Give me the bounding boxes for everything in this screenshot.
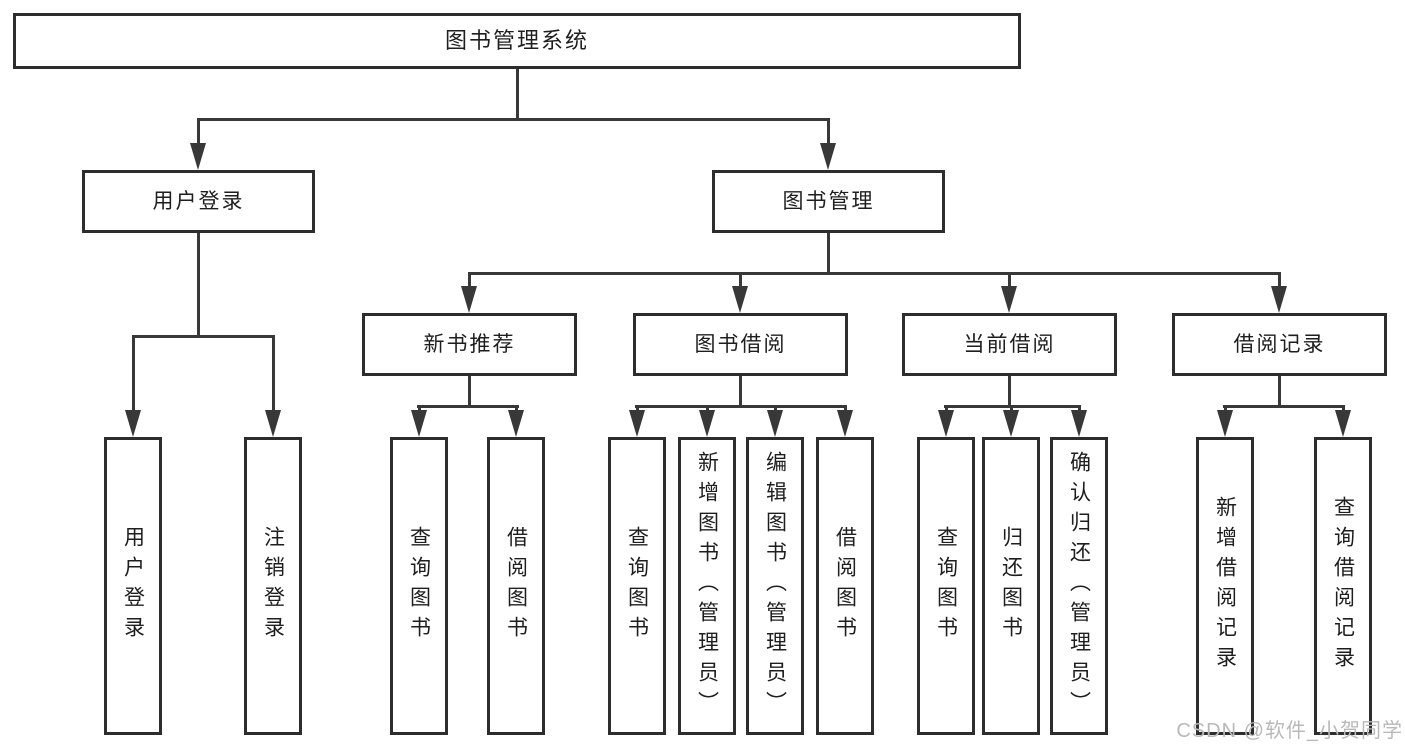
arrowhead-down-icon <box>767 410 783 437</box>
connector-stem <box>515 405 518 413</box>
node-label: 新增图书（管理员） <box>695 451 719 721</box>
node-label: 借阅记录 <box>1233 333 1326 356</box>
node-label: 借阅图书 <box>504 526 528 646</box>
connector-stem <box>706 405 709 413</box>
arrowhead-down-icon <box>820 143 836 170</box>
connector-user-login-trunk <box>197 233 200 335</box>
connector-stem <box>1010 405 1013 413</box>
arrowhead-down-icon <box>508 410 524 437</box>
arrowhead-down-icon <box>1001 286 1017 313</box>
node-label: 查询图书 <box>407 526 431 646</box>
arrowhead-down-icon <box>1217 410 1233 437</box>
leaf-edit-book-admin: 编辑图书（管理员） <box>746 437 804 735</box>
arrowhead-down-icon <box>699 410 715 437</box>
node-label: 查询借阅记录 <box>1331 496 1355 676</box>
csdn-watermark: CSDN @软件_小贺同学 <box>1176 720 1403 742</box>
connector-stem <box>272 335 275 413</box>
node-label: 编辑图书（管理员） <box>763 451 787 721</box>
arrowhead-down-icon <box>125 410 141 437</box>
arrowhead-down-icon <box>837 410 853 437</box>
node-library-system: 图书管理系统 <box>13 13 1021 69</box>
node-label: 图书管理 <box>782 190 875 213</box>
connector-root-trunk <box>516 68 519 118</box>
node-label: 注销登录 <box>261 526 285 646</box>
node-label: 图书借阅 <box>694 333 787 356</box>
node-label: 当前借阅 <box>963 333 1056 356</box>
connector-borrow-records-split <box>1223 405 1345 408</box>
leaf-logout: 注销登录 <box>244 437 302 735</box>
node-label: 用户登录 <box>121 526 145 646</box>
leaf-add-book-admin: 新增图书（管理员） <box>678 437 736 735</box>
connector-stem <box>418 405 421 413</box>
connector-book-borrow-trunk <box>739 376 742 408</box>
node-book-management: 图书管理 <box>712 170 945 233</box>
leaf-query-books-current: 查询图书 <box>917 437 975 735</box>
connector-stem <box>1008 272 1011 289</box>
node-label: 用户登录 <box>152 190 245 213</box>
arrowhead-down-icon <box>411 410 427 437</box>
node-label: 查询图书 <box>625 526 649 646</box>
connector-user-login-split <box>132 335 275 338</box>
arrowhead-down-icon <box>938 410 954 437</box>
connector-stem <box>132 335 135 413</box>
arrowhead-down-icon <box>1335 410 1351 437</box>
node-user-login: 用户登录 <box>82 170 315 233</box>
leaf-borrow-books: 借阅图书 <box>816 437 874 735</box>
connector-book-mgmt-split <box>468 272 1281 275</box>
arrowhead-down-icon <box>1003 410 1019 437</box>
leaf-confirm-return-admin: 确认归还（管理员） <box>1050 437 1108 735</box>
leaf-add-borrow-record: 新增借阅记录 <box>1196 437 1254 735</box>
connector-new-books-split <box>417 405 519 408</box>
connector-stem <box>739 272 742 289</box>
node-label: 归还图书 <box>999 526 1023 646</box>
connector-current-borrow-trunk <box>1008 376 1011 408</box>
node-label: 确认归还（管理员） <box>1067 451 1091 721</box>
connector-stem <box>774 405 777 413</box>
arrowhead-down-icon <box>461 286 477 313</box>
node-book-borrow: 图书借阅 <box>633 313 848 376</box>
node-label: 借阅图书 <box>833 526 857 646</box>
leaf-query-books-recommend: 查询图书 <box>390 437 448 735</box>
connector-stem <box>1224 405 1227 413</box>
connector-stem <box>844 405 847 413</box>
arrowhead-down-icon <box>1271 286 1287 313</box>
node-label: 新书推荐 <box>423 333 516 356</box>
arrowhead-down-icon <box>265 410 281 437</box>
leaf-borrow-books-recommend: 借阅图书 <box>487 437 545 735</box>
leaf-query-books-borrow: 查询图书 <box>608 437 666 735</box>
node-label: 查询图书 <box>934 526 958 646</box>
node-current-borrow: 当前借阅 <box>902 313 1117 376</box>
connector-stem <box>945 405 948 413</box>
leaf-return-book: 归还图书 <box>982 437 1040 735</box>
leaf-query-borrow-record: 查询借阅记录 <box>1314 437 1372 735</box>
arrowhead-down-icon <box>1071 410 1087 437</box>
connector-stem <box>468 272 471 289</box>
connector-new-books-trunk <box>468 376 471 408</box>
connector-stem <box>827 118 830 146</box>
connector-stem <box>1078 405 1081 413</box>
connector-root-split <box>197 118 830 121</box>
node-label: 图书管理系统 <box>444 28 589 53</box>
connector-book-borrow-split <box>635 405 847 408</box>
connector-stem <box>636 405 639 413</box>
leaf-user-login: 用户登录 <box>104 437 162 735</box>
connector-stem <box>1278 272 1281 289</box>
connector-stem <box>1342 405 1345 413</box>
node-new-book-recommend: 新书推荐 <box>362 313 577 376</box>
connector-stem <box>197 118 200 146</box>
node-borrow-records: 借阅记录 <box>1172 313 1387 376</box>
node-label: 新增借阅记录 <box>1213 496 1237 676</box>
arrowhead-down-icon <box>190 143 206 170</box>
connector-borrow-records-trunk <box>1278 376 1281 408</box>
arrowhead-down-icon <box>629 410 645 437</box>
connector-book-mgmt-trunk <box>827 233 830 272</box>
arrowhead-down-icon <box>732 286 748 313</box>
